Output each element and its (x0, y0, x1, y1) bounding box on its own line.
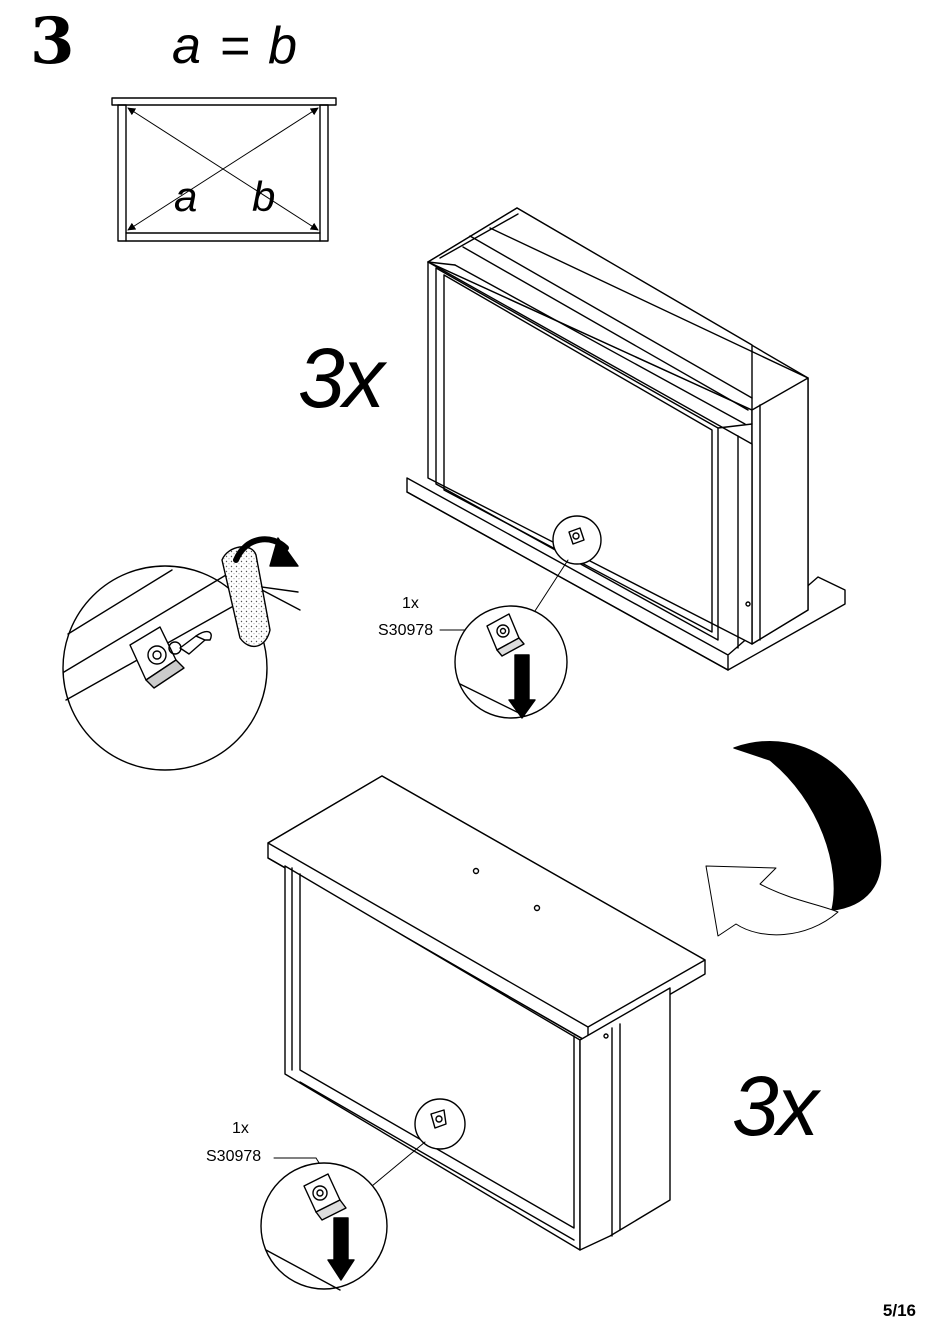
upper-quantity: 3x (298, 336, 383, 420)
upper-cabinet (407, 208, 845, 670)
diagonal-label-a: a (174, 176, 197, 218)
lower-quantity: 3x (732, 1064, 817, 1148)
page-number: 5/16 (883, 1302, 916, 1319)
turn-over-arrow-icon (706, 742, 881, 936)
diagonal-check-diagram (112, 98, 336, 241)
lower-part-code: S30978 (206, 1149, 261, 1165)
screwdriver-zoom-detail (63, 538, 300, 770)
lower-zoom-detail (261, 1163, 387, 1290)
diagonal-formula: a = b (172, 20, 299, 72)
step-number: 3 (30, 10, 75, 74)
upper-zoom-detail (455, 606, 567, 718)
upper-part-quantity: 1x (402, 596, 419, 612)
lower-part-quantity: 1x (232, 1121, 249, 1137)
diagonal-label-b: b (252, 176, 275, 218)
upper-part-code: S30978 (378, 623, 433, 639)
